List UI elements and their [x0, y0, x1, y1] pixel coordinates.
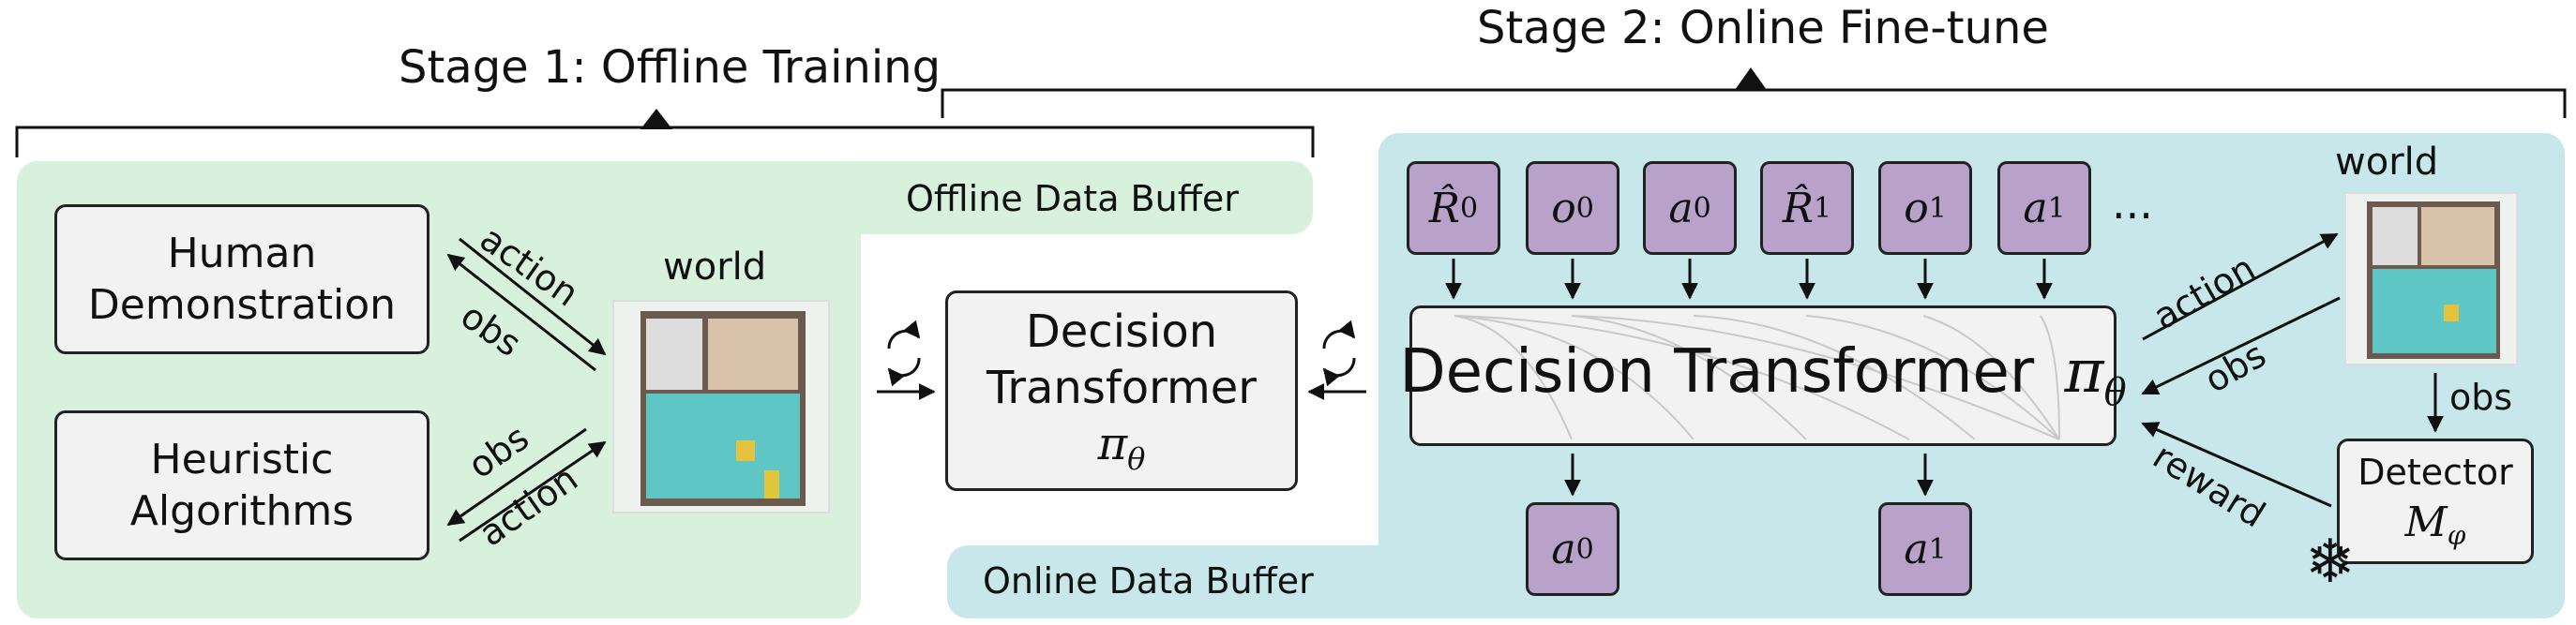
online-dt-subscript: θ: [2103, 370, 2127, 414]
online-decision-transformer-box: Decision Transformer πθ: [1399, 305, 2127, 446]
dt-label-line1: Decision: [1025, 305, 1218, 359]
human-label-line2: Demonstration: [87, 281, 397, 329]
online-dt-label: Decision Transformer: [1399, 337, 2035, 408]
frozen-snowflake-icon: ❄: [2305, 528, 2356, 597]
online-dt-symbol: π: [2064, 337, 2104, 408]
token-return-0: R̂0: [1407, 161, 1500, 255]
detector-box: Detector Mφ: [2337, 439, 2534, 564]
offline-buffer-label: Offline Data Buffer: [906, 178, 1239, 219]
attention-arcs: [1454, 315, 2060, 440]
stage1-bracket-tip: [640, 109, 672, 129]
offline-buffer-tab: [844, 161, 1313, 234]
token-return-1: R̂1: [1760, 161, 1854, 255]
left-world-image: [612, 300, 830, 513]
heuristic-label-line2: Algorithms: [129, 487, 354, 535]
right-world-label: world: [2335, 141, 2439, 184]
stage1-bracket: [15, 126, 1315, 157]
offline-cycle-icon: [887, 320, 921, 387]
token-ellipsis: ...: [2112, 178, 2153, 229]
stage2-title: Stage 2: Online Fine-tune: [1477, 2, 2049, 54]
detector-label: Detector: [2358, 451, 2513, 493]
detector-symbol: Mφ: [2404, 499, 2466, 551]
left-world-label: world: [663, 246, 767, 289]
stage2-bracket-tip: [1735, 67, 1767, 90]
stage2-bracket: [941, 88, 2567, 118]
right-obs-down-label: obs: [2449, 377, 2513, 418]
human-label-line1: Human: [167, 230, 317, 277]
dt-label-line2: Transformer: [986, 362, 1258, 415]
decision-transformer-box: Decision Transformer πθ: [945, 290, 1298, 491]
right-world-image: [2344, 192, 2518, 365]
heuristic-label-line1: Heuristic: [150, 436, 334, 484]
online-buffer-tab: [947, 545, 1397, 618]
dt-policy-symbol: πθ: [1097, 418, 1146, 477]
stage1-title: Stage 1: Offline Training: [399, 41, 942, 94]
online-cycle-icon: [1322, 320, 1356, 387]
online-buffer-label: Online Data Buffer: [983, 560, 1314, 602]
